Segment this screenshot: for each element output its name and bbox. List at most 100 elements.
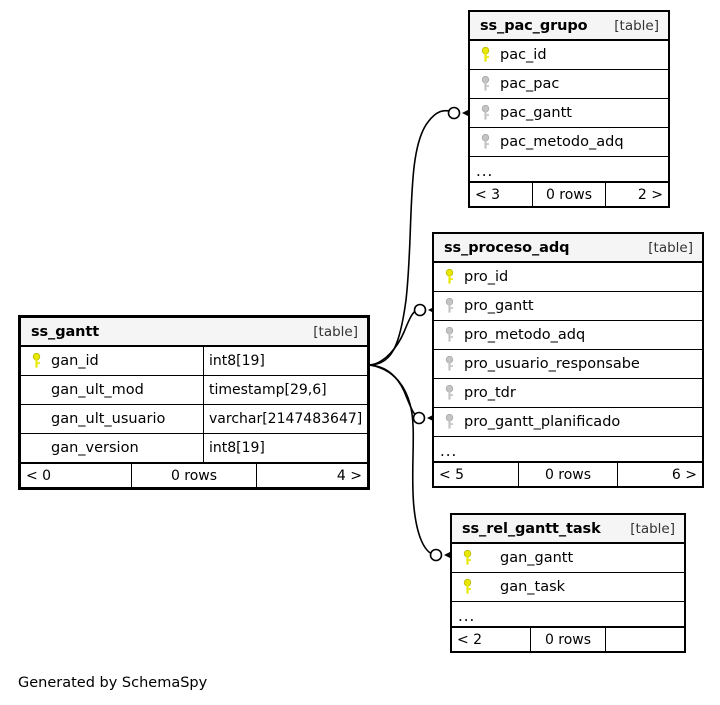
column-type: int8[19] — [203, 347, 367, 375]
column-cell: pro_gantt — [434, 292, 702, 320]
footer-children-count[interactable]: 2 > — [637, 186, 663, 203]
primary-key-icon — [440, 269, 458, 285]
table-row[interactable]: gan_task — [452, 573, 684, 602]
foreign-key-icon — [476, 76, 494, 92]
column-cell: gan_task — [452, 573, 684, 601]
column-cell: pro_gantt_planificado — [434, 408, 702, 436]
table-row[interactable]: gan_id int8[19] — [21, 347, 367, 376]
foreign-key-icon — [440, 298, 458, 314]
foreign-key-icon — [440, 385, 458, 401]
primary-key-icon — [476, 47, 494, 63]
foreign-key-icon — [476, 105, 494, 121]
table-header: ss_proceso_adq [table] — [434, 234, 702, 263]
footer-parents-count[interactable]: < 3 — [475, 186, 501, 203]
column-cell: pro_metodo_adq — [434, 321, 702, 349]
footer-parents-count[interactable]: < 0 — [26, 467, 52, 484]
edge-endpoint-circle-pac-gantt — [447, 106, 461, 120]
edge-endpoint-circle-pro-planificado — [412, 411, 426, 425]
edge-gantt-to-proceso-gantt — [368, 308, 419, 366]
column-name: pac_id — [500, 47, 547, 63]
table-ss_pac_grupo[interactable]: ss_pac_grupo [table] pac_id — [468, 10, 670, 208]
footer-children-count[interactable] — [606, 628, 684, 651]
column-cell: pro_usuario_responsabe — [434, 350, 702, 378]
column-cell: gan_id — [21, 347, 203, 375]
table-row[interactable]: pac_metodo_adq — [470, 128, 668, 157]
table-ss_proceso_adq[interactable]: ss_proceso_adq [table] pro_id — [432, 232, 704, 488]
column-name: pro_metodo_adq — [464, 327, 586, 343]
table-footer: < 0 0 rows 4 > — [21, 463, 367, 487]
column-type: varchar[2147483647] — [203, 405, 367, 433]
column-name: pac_gantt — [500, 105, 572, 121]
table-row[interactable]: gan_ult_mod timestamp[29,6] — [21, 376, 367, 405]
table-row[interactable]: gan_version int8[19] — [21, 434, 367, 463]
edge-gantt-to-rel-gantt-task — [368, 364, 433, 555]
column-cell: pro_id — [434, 263, 702, 291]
column-name: pac_pac — [500, 76, 560, 92]
more-columns-indicator: ... — [470, 157, 668, 182]
column-name: pro_id — [464, 269, 509, 285]
column-name: gan_task — [500, 579, 566, 595]
column-cell: gan_version — [21, 434, 203, 462]
table-row[interactable]: pac_id — [470, 41, 668, 70]
column-cell: pac_metodo_adq — [470, 128, 668, 156]
column-cell: pro_tdr — [434, 379, 702, 407]
primary-key-icon — [458, 550, 476, 566]
table-header: ss_rel_gantt_task [table] — [452, 515, 684, 544]
table-row[interactable]: gan_gantt — [452, 544, 684, 573]
foreign-key-icon — [440, 327, 458, 343]
table-footer: < 2 0 rows — [452, 627, 684, 651]
foreign-key-icon — [476, 134, 494, 150]
column-name: gan_ult_usuario — [51, 411, 166, 427]
more-columns-indicator: ... — [434, 437, 702, 462]
column-cell: pac_gantt — [470, 99, 668, 127]
footer-parents-count[interactable]: < 5 — [439, 466, 465, 483]
primary-key-icon — [458, 579, 476, 595]
column-type: int8[19] — [203, 434, 367, 462]
primary-key-icon — [27, 353, 45, 369]
column-name: pro_tdr — [464, 385, 516, 401]
table-row[interactable]: gan_ult_usuario varchar[2147483647] — [21, 405, 367, 434]
table-kind: [table] — [630, 520, 675, 537]
column-name: gan_gantt — [500, 550, 574, 566]
table-title: ss_proceso_adq — [444, 239, 570, 256]
footer-row-count: 0 rows — [518, 463, 618, 486]
column-name: gan_version — [51, 440, 139, 456]
table-row[interactable]: pro_tdr — [434, 379, 702, 408]
column-name: pac_metodo_adq — [500, 134, 624, 150]
column-cell: gan_ult_usuario — [21, 405, 203, 433]
column-name: pro_gantt — [464, 298, 534, 314]
edge-gantt-to-proceso-planificado — [368, 364, 418, 418]
column-cell: pac_pac — [470, 70, 668, 98]
column-name: gan_id — [51, 353, 99, 369]
column-cell: pac_id — [470, 41, 668, 69]
column-name: pro_gantt_planificado — [464, 414, 621, 430]
foreign-key-icon — [440, 356, 458, 372]
table-title: ss_gantt — [31, 323, 100, 340]
footer-children-count[interactable]: 4 > — [336, 467, 362, 484]
footer-parents-count[interactable]: < 2 — [457, 631, 483, 648]
table-row[interactable]: pac_pac — [470, 70, 668, 99]
more-columns-indicator: ... — [452, 602, 684, 627]
table-kind: [table] — [313, 323, 358, 340]
column-cell: gan_ult_mod — [21, 376, 203, 404]
column-type: timestamp[29,6] — [203, 376, 367, 404]
generated-by-credit: Generated by SchemaSpy — [18, 675, 208, 691]
table-row[interactable]: pro_gantt — [434, 292, 702, 321]
table-row[interactable]: pro_gantt_planificado — [434, 408, 702, 437]
table-row[interactable]: pro_metodo_adq — [434, 321, 702, 350]
table-title: ss_pac_grupo — [480, 17, 588, 34]
table-header: ss_gantt [table] — [21, 318, 367, 347]
edge-endpoint-circle-gan-gantt — [429, 548, 443, 562]
table-kind: [table] — [614, 17, 659, 34]
table-kind: [table] — [648, 239, 693, 256]
table-footer: < 3 0 rows 2 > — [470, 182, 668, 206]
column-name: pro_usuario_responsabe — [464, 356, 640, 372]
footer-children-count[interactable]: 6 > — [671, 466, 697, 483]
table-row[interactable]: pro_id — [434, 263, 702, 292]
edge-endpoint-circle-pro-gantt — [413, 303, 427, 317]
table-ss_rel_gantt_task[interactable]: ss_rel_gantt_task [table] gan_gantt — [450, 513, 686, 653]
table-row[interactable]: pro_usuario_responsabe — [434, 350, 702, 379]
table-ss_gantt[interactable]: ss_gantt [table] gan_id int8[19] gan_ult… — [18, 315, 370, 490]
table-row[interactable]: pac_gantt — [470, 99, 668, 128]
